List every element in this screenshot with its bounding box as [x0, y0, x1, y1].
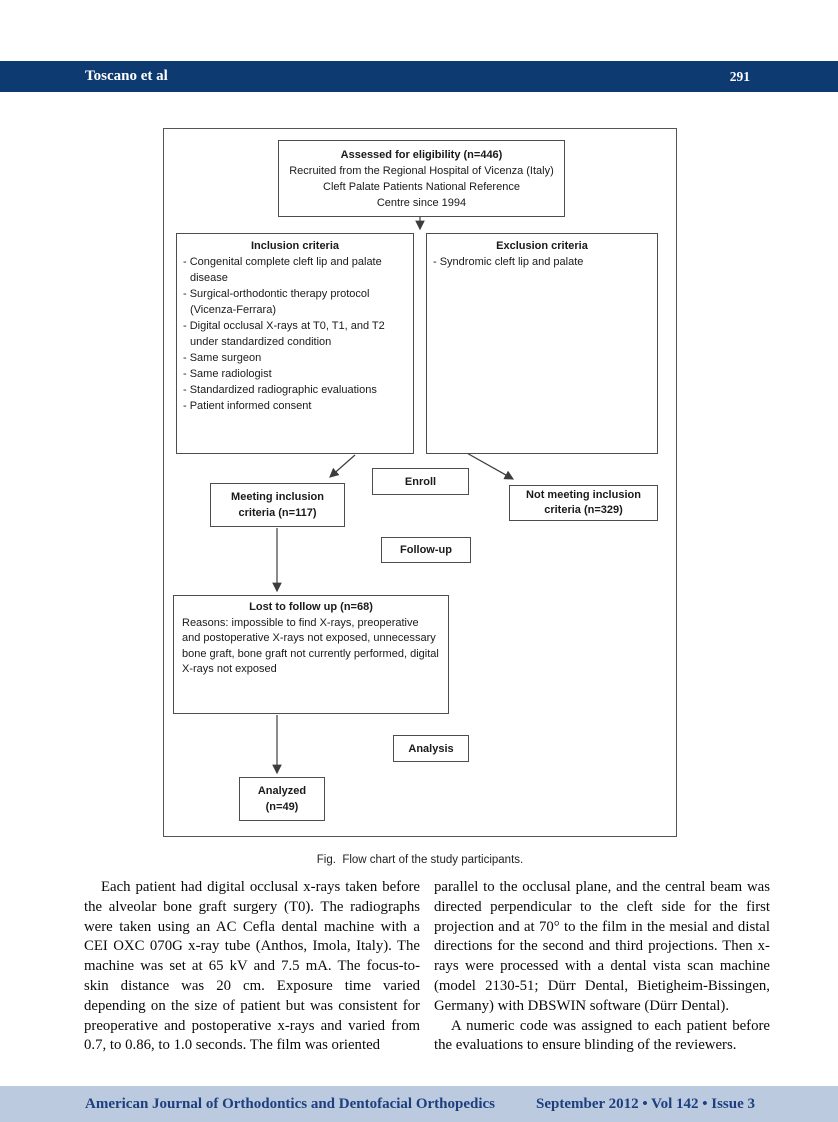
- page-footer: American Journal of Orthodontics and Den…: [0, 1086, 838, 1122]
- lost-reasons: Reasons: impossible to find X-rays, preo…: [182, 616, 439, 676]
- figure-caption: Fig. Flow chart of the study participant…: [316, 854, 524, 866]
- inclusion-title: Inclusion criteria: [250, 240, 340, 252]
- followup-stage-box: Follow-up: [381, 537, 471, 563]
- flowchart-figure: Assessed for eligibility (n=446) Recruit…: [163, 128, 677, 837]
- left-column: Each patient had digital occlusal x-rays…: [84, 878, 420, 1056]
- inclusion-item: - Same surgeon: [183, 352, 262, 364]
- enroll-stage-box: Enroll: [372, 468, 469, 495]
- article-body: Each patient had digital occlusal x-rays…: [84, 878, 770, 1056]
- page-number: 291: [729, 68, 750, 84]
- journal-name: American Journal of Orthodontics and Den…: [85, 1095, 495, 1112]
- inclusion-item: - Surgical-orthodontic therapy protocol …: [183, 288, 370, 316]
- meeting-line: criteria (n=117): [238, 507, 317, 519]
- exclusion-item: - Syndromic cleft lip and palate: [433, 256, 584, 268]
- arrow-inclusion-to-meeting: [329, 454, 356, 478]
- exclusion-criteria-box: Exclusion criteria - Syndromic cleft lip…: [426, 233, 658, 454]
- right-column: parallel to the occlusal plane, and the …: [434, 878, 770, 1056]
- assessed-line: Centre since 1994: [376, 197, 467, 209]
- inclusion-item: - Digital occlusal X-rays at T0, T1, and…: [183, 320, 385, 348]
- assessed-title: Assessed for eligibility (n=446): [340, 149, 503, 161]
- arrow-exclusion-to-notmeeting: [464, 451, 515, 480]
- inclusion-item: - Patient informed consent: [183, 400, 312, 412]
- meeting-line: Meeting inclusion: [231, 491, 324, 503]
- analyzed-line: (n=49): [265, 801, 299, 813]
- lost-title: Lost to follow up (n=68): [249, 601, 373, 613]
- body-paragraph: Each patient had digital occlusal x-rays…: [84, 879, 420, 1054]
- exclusion-title: Exclusion criteria: [496, 240, 588, 252]
- running-author: Toscano et al: [85, 68, 168, 84]
- running-header: Toscano et al 291: [0, 61, 838, 92]
- not-meeting-criteria-box: Not meeting inclusion criteria (n=329): [509, 485, 658, 521]
- inclusion-item: - Same radiologist: [183, 368, 272, 380]
- analyzed-box: Analyzed (n=49): [239, 777, 325, 821]
- inclusion-criteria-box: Inclusion criteria - Congenital complete…: [176, 233, 414, 454]
- not-meeting-line: criteria (n=329): [544, 504, 623, 516]
- meeting-criteria-box: Meeting inclusion criteria (n=117): [210, 483, 345, 527]
- analysis-stage-box: Analysis: [393, 735, 469, 762]
- not-meeting-line: Not meeting inclusion: [526, 489, 641, 501]
- body-paragraph: A numeric code was assigned to each pati…: [434, 1017, 770, 1054]
- lost-to-followup-box: Lost to follow up (n=68) Reasons: imposs…: [173, 595, 449, 714]
- analyzed-line: Analyzed: [257, 785, 307, 797]
- assessed-line: Recruited from the Regional Hospital of …: [289, 165, 554, 177]
- assessed-line: Cleft Palate Patients National Reference: [323, 181, 520, 193]
- issue-info: September 2012 • Vol 142 • Issue 3: [536, 1095, 755, 1112]
- inclusion-item: - Congenital complete cleft lip and pala…: [183, 256, 382, 284]
- inclusion-item: - Standardized radiographic evaluations: [183, 384, 377, 396]
- assessed-eligibility-box: Assessed for eligibility (n=446) Recruit…: [278, 140, 565, 217]
- body-paragraph: parallel to the occlusal plane, and the …: [434, 879, 770, 1014]
